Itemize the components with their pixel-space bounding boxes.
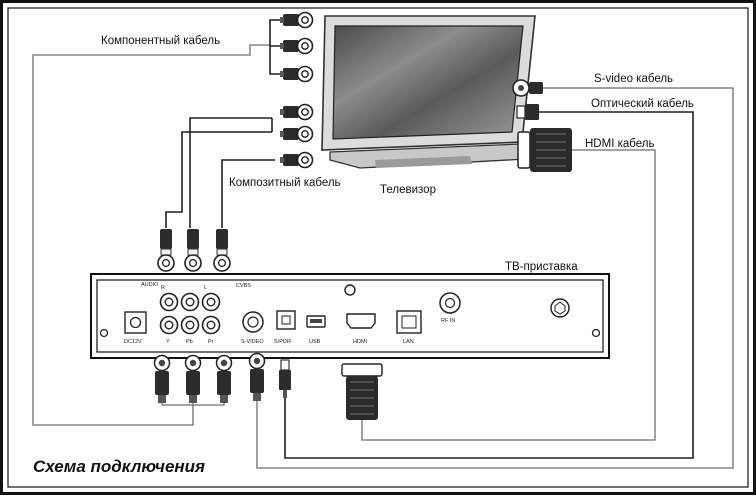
port-label-r: R: [161, 285, 165, 291]
composite-cable-line-2: [165, 131, 272, 228]
port-label-rfin: RF IN: [441, 318, 455, 324]
port-label-dc: DC12V: [124, 339, 142, 345]
composite-cable-line-1: [189, 117, 272, 228]
label-component-cable: Компонентный кабель: [101, 35, 220, 47]
label-stb: ТВ-приставка: [505, 261, 578, 273]
svideo-cable-line: [256, 87, 734, 469]
component-cable-line: [32, 44, 270, 426]
composite-plugs-stb: [157, 228, 231, 272]
optical-plug-tv: [516, 104, 539, 120]
hdmi-cable-line: [361, 149, 656, 441]
port-label-pr: Pr: [208, 339, 214, 345]
port-label-hdmi: HDMI: [353, 339, 368, 345]
inner-border: [7, 7, 749, 488]
hdmi-plug-tv: [517, 128, 572, 172]
composite-plugs-tv: [279, 103, 314, 169]
component-plugs-tv: [269, 11, 314, 83]
set-top-box: [90, 273, 610, 359]
port-label-y: Y: [166, 339, 170, 345]
hdmi-plug-stb: [341, 363, 383, 420]
svideo-plug-tv: [512, 79, 543, 97]
port-label-l: L: [204, 285, 207, 291]
port-label-pb: Pb: [186, 339, 193, 345]
port-label-spdif: S/PDIF: [274, 339, 292, 345]
port-label-audio: AUDIO: [141, 282, 159, 288]
port-label-lan: LAN: [403, 339, 414, 345]
label-composite-cable: Композитный кабель: [229, 177, 341, 189]
label-optical-cable: Оптический кабель: [591, 98, 694, 110]
label-tv: Телевизор: [380, 184, 436, 196]
optical-cable-line: [284, 111, 694, 459]
tv: [321, 15, 546, 169]
label-hdmi-cable: HDMI кабель: [585, 138, 654, 150]
port-label-svideo: S-VIDEO: [241, 339, 264, 345]
port-label-usb: USB: [309, 339, 321, 345]
composite-cable-line-3: [221, 159, 275, 228]
optical-plug-stb: [279, 359, 291, 398]
diagram-title: Схема подключения: [33, 457, 205, 476]
port-label-cvbs: CVBS: [236, 283, 251, 289]
label-svideo-cable: S-video кабель: [594, 73, 673, 85]
